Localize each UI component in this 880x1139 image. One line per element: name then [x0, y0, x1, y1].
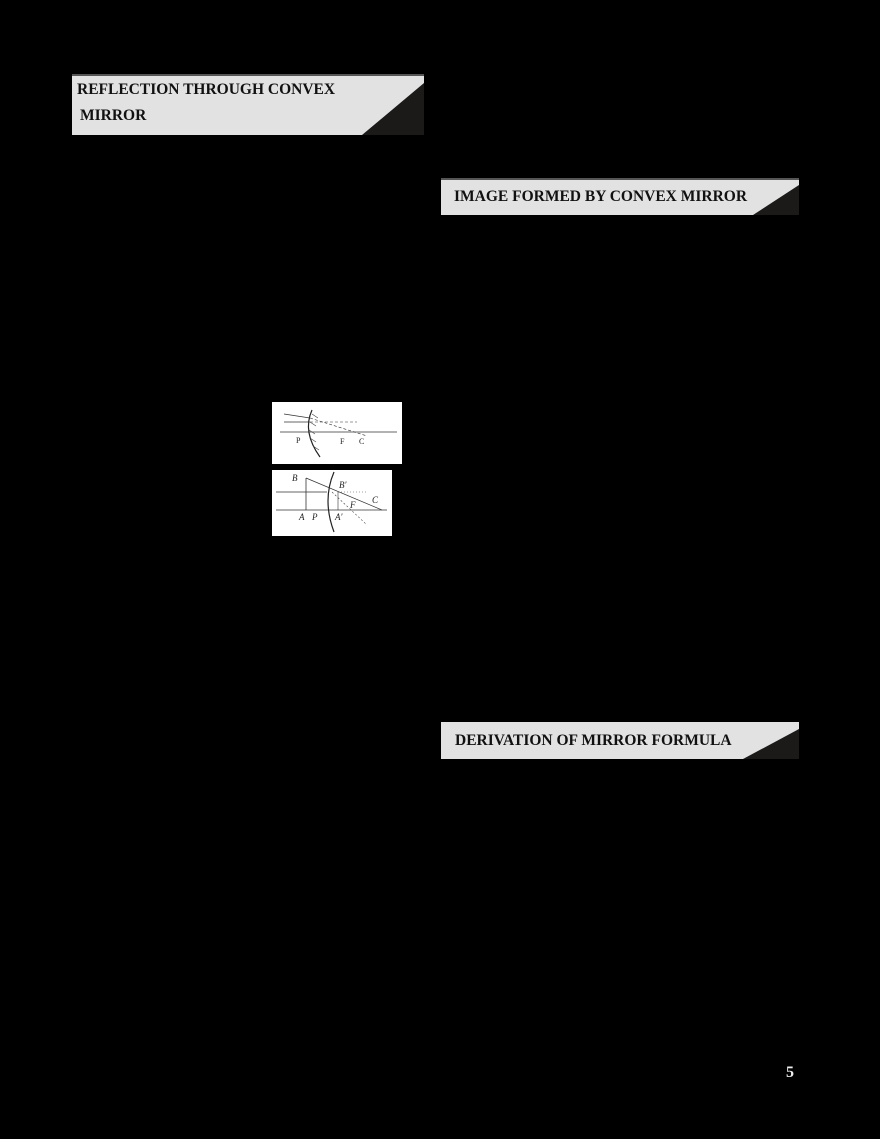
svg-text:B: B	[292, 473, 298, 483]
ray-diagram-icon: P F C	[280, 409, 397, 458]
section-title-line2: MIRROR	[80, 107, 147, 124]
svg-text:F: F	[340, 437, 345, 446]
convex-mirror-image-formation: B B' A P A' F C	[272, 470, 392, 536]
image-formation-icon: B B' A P A' F C	[276, 471, 387, 533]
section-header-reflection-convex: REFLECTION THROUGH CONVEX MIRROR	[72, 74, 424, 135]
svg-text:A': A'	[334, 512, 343, 522]
banner-corner-decoration	[753, 185, 799, 215]
section-title: DERIVATION OF MIRROR FORMULA	[455, 732, 732, 749]
svg-text:P: P	[311, 512, 318, 522]
section-header-mirror-formula: DERIVATION OF MIRROR FORMULA	[441, 722, 799, 759]
svg-text:P: P	[296, 436, 301, 445]
convex-mirror-ray-diagram: P F C	[272, 402, 402, 464]
svg-text:C: C	[359, 437, 364, 446]
svg-text:A: A	[298, 512, 305, 522]
banner-corner-decoration	[362, 83, 424, 135]
header-rule	[72, 74, 424, 76]
banner-corner-decoration	[743, 729, 799, 759]
header-rule	[441, 178, 799, 180]
svg-text:B': B'	[339, 480, 347, 490]
svg-text:F: F	[349, 500, 356, 510]
page-number: 5	[786, 1064, 794, 1081]
section-title-line1: REFLECTION THROUGH CONVEX	[77, 81, 336, 98]
section-header-image-formed: IMAGE FORMED BY CONVEX MIRROR	[441, 178, 799, 215]
section-title: IMAGE FORMED BY CONVEX MIRROR	[454, 188, 748, 205]
svg-text:C: C	[372, 495, 379, 505]
